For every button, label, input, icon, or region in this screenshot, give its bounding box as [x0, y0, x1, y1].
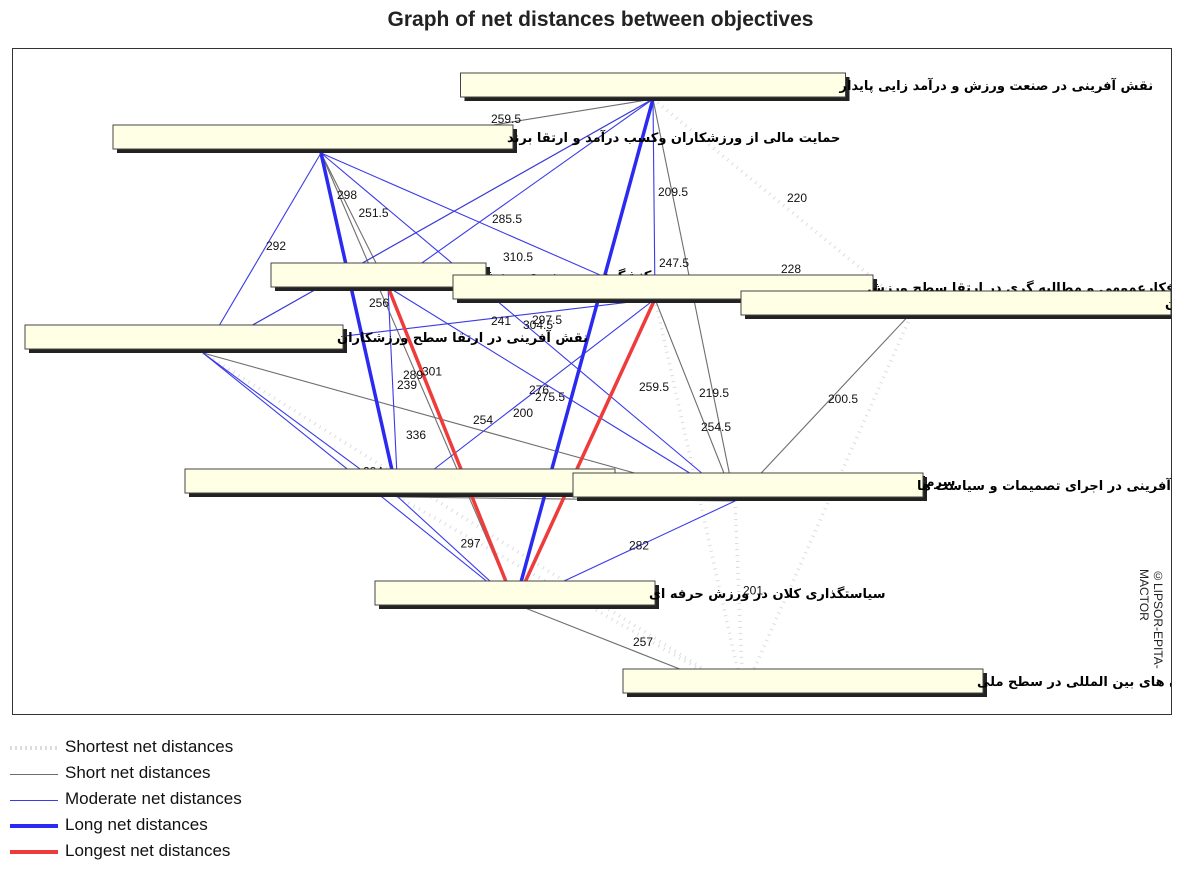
node-label: حمایت مالی از ورزشکاران وکسب درآمد و ارت…: [507, 129, 840, 146]
node-n9[interactable]: سیاستگذاری کلان در ورزش حرفه ای: [374, 580, 886, 609]
edge-distance-label: 239: [397, 378, 417, 392]
edge-moderate-n1-n4: [652, 98, 656, 300]
edge-shortest-n6-n10: [202, 351, 744, 696]
node-box: [112, 124, 514, 150]
edge-distance-label: 200: [513, 406, 533, 420]
node-label: نقش آفرینی در صنعت ورزش و درآمد زایی پای…: [839, 77, 1154, 94]
edge-longest-n9-n3: [386, 286, 517, 605]
node-n1[interactable]: نقش آفرینی در صنعت ورزش و درآمد زایی پای…: [460, 72, 1154, 101]
edge-distance-label: 254.5: [701, 420, 731, 434]
edge-distance-label: 251.5: [359, 206, 389, 220]
node-label: نقش آفرینی در اجرای تصمیمات و سیاست ها: [917, 477, 1171, 494]
nodes-layer: نقش آفرینی در صنعت ورزش و درآمد زایی پای…: [24, 72, 1171, 697]
node-n8[interactable]: نقش آفرینی در اجرای تصمیمات و سیاست ها: [572, 472, 1171, 501]
legend-label: Shortest net distances: [65, 737, 234, 756]
edge-short-n4-n8: [654, 298, 736, 502]
legend-label: Moderate net distances: [65, 789, 242, 808]
edge-short-n5-n8: [734, 310, 914, 502]
edge-distance-label: 247.5: [659, 256, 689, 270]
edge-distance-label: 289: [403, 368, 423, 382]
edge-distance-label: 241: [491, 314, 511, 328]
edge-distance-label: 219.5: [699, 386, 729, 400]
legend-label: Short net distances: [65, 763, 211, 782]
diagram-title: Graph of net distances between objective…: [387, 8, 814, 31]
node-box: [24, 324, 344, 350]
node-label: نمایندگی سازمان های بین المللی در سطح مل…: [977, 674, 1171, 690]
edge-distance-label: 297: [461, 537, 481, 551]
edge-distance-label: 220: [787, 191, 807, 205]
edges-layer: [202, 97, 915, 696]
edge-moderate-n3-n8: [387, 286, 736, 502]
edge-moderate-n4-n7: [397, 298, 656, 498]
edge-distance-label: 282: [629, 539, 649, 553]
node-label: نقش آفرینی در ارتقا سطح ورزشکاران: [337, 329, 588, 346]
edge-long-n9-n1: [513, 98, 655, 605]
node-label: تسهیل رویه های بین المللی بین ورزشکاران …: [1165, 297, 1171, 312]
node-box: [740, 290, 1171, 316]
legend-line-longest: [10, 850, 58, 854]
edge-moderate-n1-n6: [202, 98, 654, 354]
edge-distance-label: 304.5: [523, 318, 553, 332]
edge-distance-label: 297.5: [532, 313, 562, 327]
edge-distance-label: 200.5: [828, 392, 858, 406]
edge-distance-label: 285.5: [492, 212, 522, 226]
edge-moderate-n3-n7: [387, 286, 399, 498]
edge-longest-n9-n4: [513, 298, 657, 605]
node-n6[interactable]: نقش آفرینی در ارتقا سطح ورزشکاران: [24, 324, 588, 353]
node-box: [374, 580, 656, 606]
watermark: ©LIPSOR-EPITA-MACTOR: [1137, 569, 1165, 669]
edge-distance-label: 256: [369, 296, 389, 310]
node-box: [572, 472, 924, 498]
node-box: [270, 262, 487, 288]
edge-distance-label: 276: [529, 383, 549, 397]
edge-shortest-n5-n10: [741, 310, 915, 695]
legend-line-long: [10, 824, 58, 828]
edge-distance-label: 259.5: [639, 380, 669, 394]
edge-distance-label: 201: [743, 584, 763, 598]
edge-moderate-n2-n8: [320, 152, 736, 502]
node-n10[interactable]: نمایندگی سازمان های بین المللی در سطح مل…: [622, 668, 1171, 697]
edge-distance-label: 310.5: [503, 250, 533, 264]
edge-distance-label: 292: [266, 239, 286, 253]
edge-long-n2-n7: [319, 152, 400, 498]
node-label: سیاستگذاری کلان در ورزش حرفه ای: [649, 586, 886, 602]
node-box: [184, 468, 616, 494]
edge-distance-label: 228: [781, 262, 801, 276]
node-box: [622, 668, 984, 694]
edge-moderate-n2-n6: [202, 152, 322, 354]
legend-label: Long net distances: [65, 815, 208, 834]
edge-distance-label: 259.5: [491, 112, 521, 126]
edge-distance-label: 209.5: [658, 185, 688, 199]
node-box: [460, 72, 846, 98]
edge-distance-label: 275.5: [535, 390, 565, 404]
legend-line-short: [10, 773, 58, 775]
edge-distance-label: 254: [473, 413, 493, 427]
node-n2[interactable]: حمایت مالی از ورزشکاران وکسب درآمد و ارت…: [112, 124, 840, 153]
legend-label: Longest net distances: [65, 841, 231, 860]
distance-graph: 209.5292285.5297.5284297282239259.527830…: [24, 72, 1171, 697]
edge-distance-label: 301: [422, 365, 442, 379]
edge-shortest-n8-n10: [733, 500, 745, 695]
legend-line-shortest: [10, 746, 58, 750]
edge-moderate-n1-n3: [387, 98, 654, 288]
edge-labels-layer: 209.5292285.5297.5284297282239259.527830…: [266, 112, 858, 649]
legend-line-moderate: [10, 799, 58, 801]
edge-distance-label: 298: [337, 188, 357, 202]
graph-frame: 209.5292285.5297.5284297282239259.527830…: [12, 48, 1172, 715]
edge-short-n2-n9: [320, 152, 516, 605]
edge-distance-label: 257: [633, 635, 653, 649]
node-n5[interactable]: تسهیل رویه های بین المللی بین ورزشکاران …: [740, 290, 1171, 319]
edge-distance-label: 336: [406, 428, 426, 442]
